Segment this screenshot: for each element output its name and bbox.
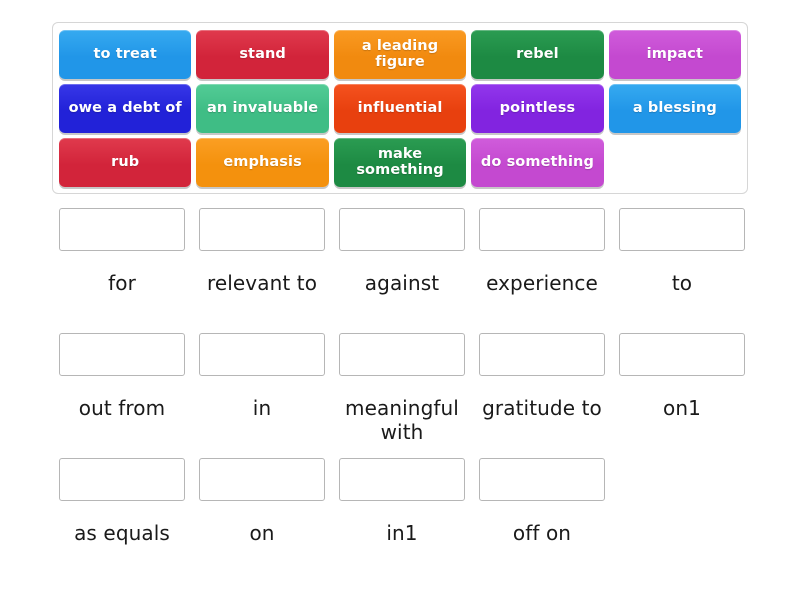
prompt-label: as equals — [74, 521, 170, 545]
answer-cell: against — [332, 208, 472, 333]
answer-row: for relevant to against experience to — [52, 208, 752, 333]
prompt-label: experience — [486, 271, 598, 295]
answer-cell: to — [612, 208, 752, 333]
answer-cell: in — [192, 333, 332, 458]
drop-target[interactable] — [199, 333, 325, 376]
draggable-tile[interactable]: to treat — [59, 30, 192, 79]
drop-target[interactable] — [339, 458, 465, 501]
answer-area: for relevant to against experience to — [52, 208, 752, 583]
prompt-label: meaningful with — [345, 396, 459, 445]
draggable-tile[interactable]: rub — [59, 138, 192, 187]
tile-bank: to treat stand a leading figure rebel im… — [52, 22, 748, 194]
drop-target[interactable] — [59, 333, 185, 376]
prompt-label: for — [108, 271, 136, 295]
prompt-label: in1 — [386, 521, 418, 545]
draggable-tile[interactable]: a leading figure — [333, 30, 467, 79]
draggable-tile[interactable]: emphasis — [196, 138, 329, 187]
drop-target[interactable] — [619, 208, 745, 251]
draggable-tile[interactable]: an invaluable — [196, 84, 329, 133]
prompt-label: out from — [78, 396, 166, 420]
prompt-label: on1 — [663, 396, 701, 420]
answer-cell: out from — [52, 333, 192, 458]
draggable-tile[interactable]: impact — [608, 30, 742, 79]
prompt-label: relevant to — [206, 271, 318, 295]
prompt-label: off on — [512, 521, 572, 545]
draggable-tile[interactable]: pointless — [471, 84, 604, 133]
draggable-tile[interactable]: make something — [333, 138, 467, 187]
drop-target[interactable] — [479, 458, 605, 501]
answer-cell: for — [52, 208, 192, 333]
answer-cell: gratitude to — [472, 333, 612, 458]
draggable-tile[interactable]: owe a debt of — [59, 84, 192, 133]
answer-row: as equals on in1 off on — [52, 458, 752, 583]
answer-cell: off on — [472, 458, 612, 583]
answer-cell: in1 — [332, 458, 472, 583]
draggable-tile[interactable]: rebel — [471, 30, 604, 79]
drop-target[interactable] — [479, 208, 605, 251]
prompt-label: on — [249, 521, 275, 545]
drop-target[interactable] — [59, 208, 185, 251]
tile-row: owe a debt of an invaluable influential … — [59, 84, 742, 133]
drop-target[interactable] — [339, 208, 465, 251]
answer-cell: experience — [472, 208, 612, 333]
drop-target[interactable] — [59, 458, 185, 501]
drop-target[interactable] — [339, 333, 465, 376]
tile-slot-empty — [609, 138, 741, 187]
tile-row: rub emphasis make something do something — [59, 138, 741, 187]
drop-target[interactable] — [199, 458, 325, 501]
draggable-tile[interactable]: a blessing — [608, 84, 742, 133]
prompt-label: gratitude to — [482, 396, 602, 420]
drop-target[interactable] — [479, 333, 605, 376]
prompt-label: in — [252, 396, 272, 420]
answer-cell: on — [192, 458, 332, 583]
tile-row: to treat stand a leading figure rebel im… — [59, 30, 742, 79]
drop-target[interactable] — [619, 333, 745, 376]
draggable-tile[interactable]: influential — [333, 84, 467, 133]
answer-row: out from in meaningful with gratitude to… — [52, 333, 752, 458]
prompt-label: to — [671, 271, 693, 295]
answer-cell: as equals — [52, 458, 192, 583]
answer-cell: relevant to — [192, 208, 332, 333]
drop-target[interactable] — [199, 208, 325, 251]
draggable-tile[interactable]: stand — [196, 30, 329, 79]
answer-cell: on1 — [612, 333, 752, 458]
draggable-tile[interactable]: do something — [471, 138, 604, 187]
answer-cell: meaningful with — [332, 333, 472, 458]
prompt-label: against — [364, 271, 440, 295]
